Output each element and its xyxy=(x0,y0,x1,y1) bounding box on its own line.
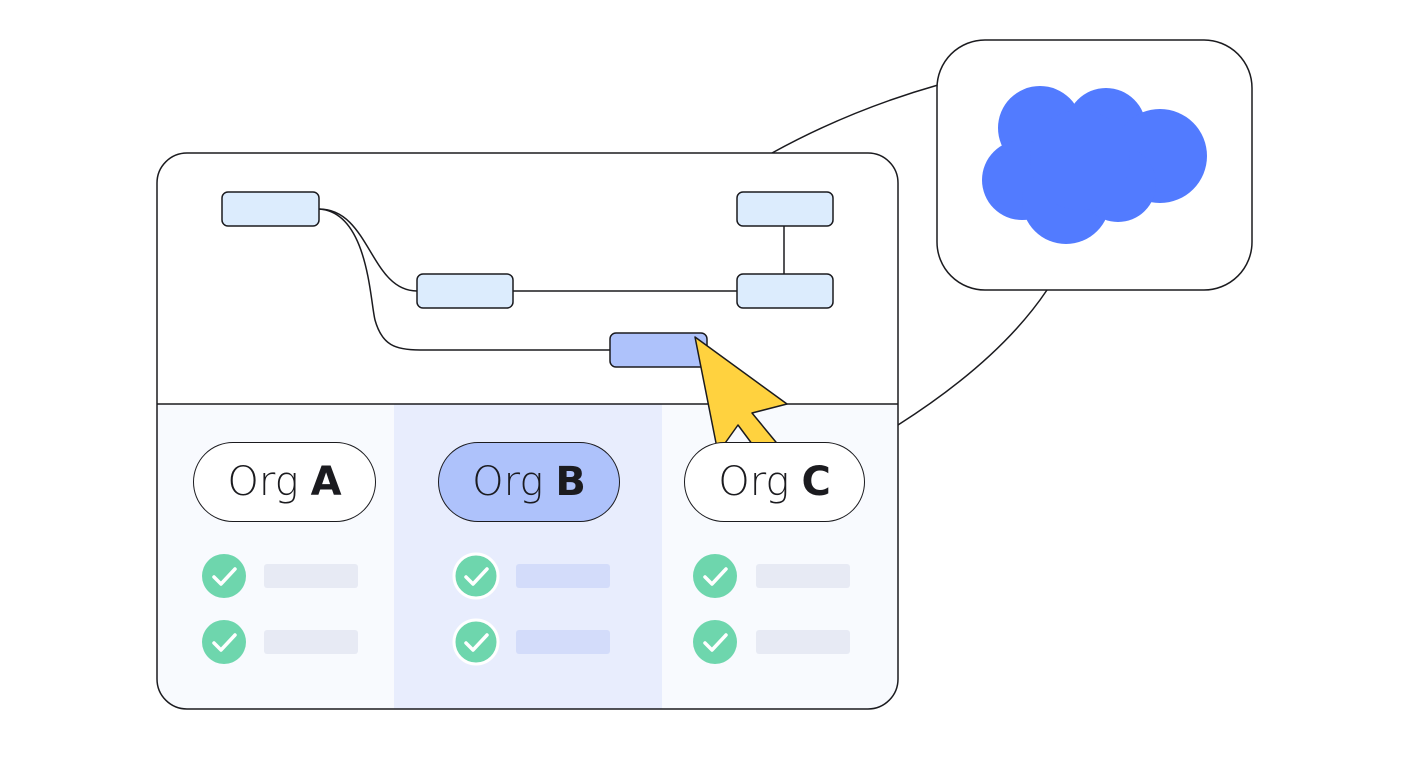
check-mark-icon xyxy=(703,633,728,652)
placeholder-text-bar xyxy=(264,630,358,654)
org-a-button[interactable]: Org A xyxy=(193,442,376,522)
check-mark-icon xyxy=(464,633,489,652)
app-window-frame xyxy=(156,152,899,710)
check-circle-icon xyxy=(693,554,737,598)
org-letter: C xyxy=(801,459,831,505)
org-word: Org xyxy=(472,459,544,505)
placeholder-text-bar xyxy=(756,630,850,654)
flow-node-selected[interactable] xyxy=(609,332,708,368)
check-circle-icon xyxy=(452,618,500,666)
check-mark-icon xyxy=(212,567,237,586)
check-circle-icon xyxy=(202,620,246,664)
org-b-button[interactable]: Org B xyxy=(438,442,620,522)
org-letter: B xyxy=(555,459,586,505)
flow-node[interactable] xyxy=(221,191,320,227)
org-word: Org xyxy=(227,459,299,505)
placeholder-text-bar xyxy=(264,564,358,588)
flow-node[interactable] xyxy=(736,273,834,309)
check-mark-icon xyxy=(703,567,728,586)
flow-nodes xyxy=(221,191,834,368)
flow-edge xyxy=(318,208,610,351)
cloud-connector-bottom xyxy=(897,289,1048,426)
flow-node[interactable] xyxy=(736,191,834,227)
check-mark-icon xyxy=(212,633,237,652)
check-circle-icon xyxy=(452,552,500,600)
org-word: Org xyxy=(718,459,790,505)
check-circle-icon xyxy=(202,554,246,598)
cloud-connector-top xyxy=(771,84,939,154)
placeholder-text-bar xyxy=(516,564,610,588)
check-mark-icon xyxy=(464,567,489,586)
placeholder-text-bar xyxy=(756,564,850,588)
flow-node[interactable] xyxy=(416,273,514,309)
check-circle-icon xyxy=(693,620,737,664)
org-letter: A xyxy=(310,459,342,505)
placeholder-text-bar xyxy=(516,630,610,654)
salesforce-cloud-icon xyxy=(982,86,1207,244)
flow-edges xyxy=(318,208,785,351)
check-list xyxy=(202,552,850,666)
org-c-button[interactable]: Org C xyxy=(684,442,865,522)
flow-edge xyxy=(318,208,418,292)
